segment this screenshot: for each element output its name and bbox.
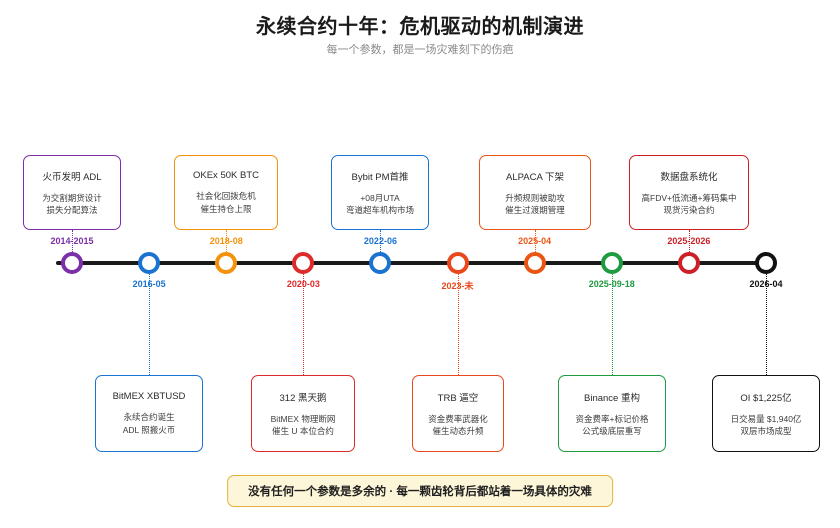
timeline-date-label: 2026-04 [749, 279, 783, 289]
timeline-node-2018-08[interactable] [215, 252, 238, 274]
timeline-node-2023-未[interactable] [446, 252, 469, 274]
timeline-node-2016-05[interactable] [138, 252, 161, 274]
event-card-line: 升频规则被助攻 [505, 192, 565, 203]
event-card-title: BitMEX XBTUSD [112, 391, 186, 403]
timeline-node-2025-09-18[interactable] [600, 252, 623, 274]
event-card[interactable]: ALPACA 下架升频规则被助攻催生过渡期管理 [479, 155, 591, 230]
event-card-line: 资金费率+标记价格 [575, 413, 649, 424]
event-card[interactable]: Binance 重构资金费率+标记价格公式级底层重写 [558, 375, 666, 452]
event-card-line: 日交易量 $1,940亿 [730, 413, 802, 424]
event-card[interactable]: 数据盘系统化高FDV+低流通+筹码集中现货污染合约 [629, 155, 749, 230]
page-subtitle: 每一个参数，都是一场灾难刻下的伤疤 [326, 44, 514, 56]
timeline-connector [766, 274, 767, 375]
event-card[interactable]: 火币发明 ADL 为交割期货设计损失分配算法 [23, 155, 121, 230]
event-card-title: OKEx 50K BTC [193, 170, 259, 182]
event-card-title: 火币发明 ADL [42, 171, 102, 183]
footer-banner: 没有任何一个参数是多余的 · 每一颗齿轮背后都站着一场具体的灾难 [227, 475, 613, 507]
event-card-title: Binance 重构 [584, 392, 640, 404]
event-card-line: 弯道超车机构市场 [345, 205, 414, 215]
timeline-node-2025-2026[interactable] [677, 252, 700, 274]
timeline-connector [72, 230, 73, 252]
timeline-date-label: 2025-04 [518, 236, 552, 246]
event-card-line: 资金费率武器化 [428, 413, 488, 424]
event-card-title: ALPACA 下架 [506, 171, 564, 183]
timeline-node-2022-06[interactable] [369, 252, 392, 274]
timeline-date-label: 2025-2026 [667, 236, 711, 246]
event-card[interactable]: TRB 逼空资金费率武器化催生动态升频 [412, 375, 504, 452]
event-card[interactable]: OKEx 50K BTC 社会化回拨危机催生持仓上限 [174, 155, 278, 230]
event-card[interactable]: OI $1,225亿日交易量 $1,940亿双层市场成型 [712, 375, 820, 452]
event-card-line: 为交割期货设计 [42, 192, 102, 203]
event-card-title: 数据盘系统化 [660, 171, 718, 183]
event-card-line: 公式级底层重写 [582, 426, 642, 436]
event-card[interactable]: 312 黑天鹅 BitMEX 物理断网催生 U 本位合约 [251, 375, 355, 452]
event-card-line: 催生 U 本位合约 [272, 426, 334, 436]
timeline-node-2026-04[interactable] [755, 252, 777, 274]
timeline-node-2025-04[interactable] [523, 252, 546, 274]
page-title: 永续合约十年：危机驱动的机制演进 [256, 16, 584, 38]
timeline-axis [56, 261, 764, 265]
timeline-node-2014-2015[interactable] [61, 252, 83, 274]
timeline-connector [457, 274, 459, 375]
event-card-line: 催生过渡期管理 [505, 205, 565, 215]
event-card-title: 312 黑天鹅 [279, 392, 327, 404]
timeline-connector [149, 274, 151, 375]
event-card-line: 催生动态升频 [432, 426, 484, 436]
timeline-connector [380, 230, 382, 252]
timeline-date-label: 2014-2015 [50, 236, 94, 246]
timeline-connector [688, 230, 690, 252]
event-card-line: 永续合约诞生 [123, 412, 175, 423]
event-card-line: 催生持仓上限 [200, 203, 252, 214]
event-card-line: 双层市场成型 [740, 426, 792, 436]
timeline-node-2020-03[interactable] [292, 252, 315, 274]
event-card-title: TRB 逼空 [437, 392, 479, 404]
timeline-date-label: 2016-05 [132, 279, 166, 289]
event-card-title: OI $1,225亿 [740, 392, 792, 404]
event-card-line: 社会化回拨危机 [196, 191, 256, 202]
event-card-line: +08月UTA [360, 192, 400, 203]
timeline-date-label: 2018-08 [209, 236, 243, 246]
event-card-line: 现货污染合约 [663, 205, 715, 215]
timeline-date-label: 2023-未 [441, 281, 474, 291]
timeline-date-label: 2020-03 [286, 279, 320, 289]
event-card-line: ADL 照搬火币 [122, 424, 176, 435]
event-card-title: Bybit PM首推 [351, 171, 409, 183]
timeline-connector [303, 274, 305, 375]
event-card-line: 高FDV+低流通+筹码集中 [641, 192, 737, 203]
event-card[interactable]: Bybit PM首推 +08月UTA 弯道超车机构市场 [331, 155, 429, 230]
event-card-line: BitMEX 物理断网 [270, 413, 336, 424]
event-card-line: 损失分配算法 [46, 205, 98, 215]
timeline-date-label: 2022-06 [363, 236, 397, 246]
timeline-connector [534, 230, 536, 252]
timeline-connector [611, 274, 613, 375]
timeline-date-label: 2025-09-18 [588, 279, 635, 289]
timeline-connector [226, 230, 228, 252]
